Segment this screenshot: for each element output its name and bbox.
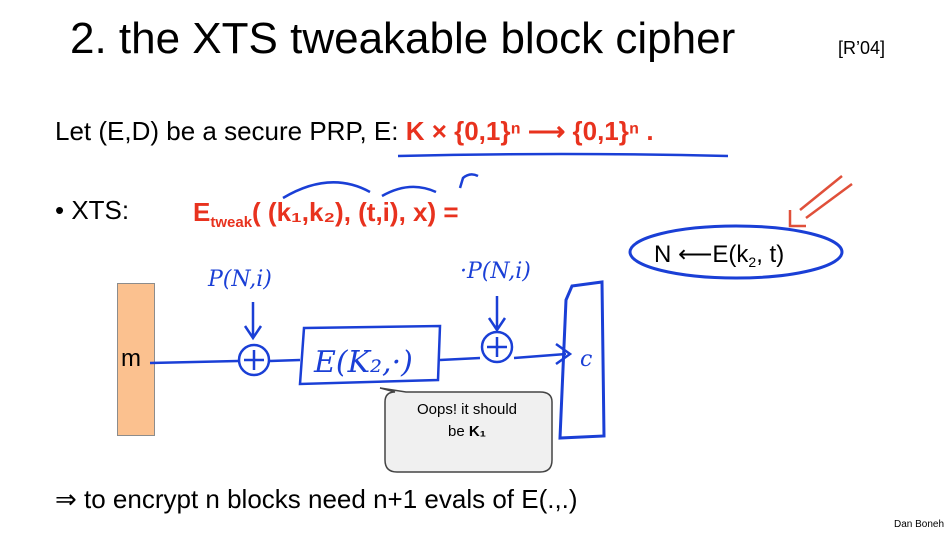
prp-statement-text: Let (E,D) be a secure PRP, E: <box>55 116 406 146</box>
xor-circle-1 <box>237 343 271 377</box>
xts-e: E <box>193 197 211 227</box>
c-box <box>558 280 606 440</box>
bubble-text: Oops! it should be K₁ <box>397 399 537 443</box>
xts-equation: Etweak( (k₁,k₂), (t,i), x) = <box>193 197 459 231</box>
flow-arrowhead <box>555 342 573 366</box>
p-label-1: P(N,i) <box>207 267 272 292</box>
e-box-label: E(K₂,·) <box>313 345 413 380</box>
n-ellipse <box>628 224 844 280</box>
xor-cross-2 <box>487 337 507 357</box>
bubble-k1: K₁ <box>468 423 486 440</box>
prp-formula: K × {0,1}ⁿ ⟶ {0,1}ⁿ . <box>405 116 654 146</box>
arc-k <box>282 181 371 200</box>
xts-args: ( (k₁,k₂), (t,i), x) = <box>252 197 459 227</box>
formula-underline <box>397 152 729 158</box>
n-def-text: N ⟵E(k <box>654 241 749 268</box>
xts-subscript: tweak <box>210 214 253 231</box>
flow-line <box>149 352 567 365</box>
slide-title: 2. the XTS tweakable block cipher <box>70 14 736 63</box>
message-label: m <box>121 345 141 372</box>
xor-circle-2 <box>480 330 514 364</box>
author-credit: Dan Boneh <box>894 519 945 530</box>
xts-bullet: • XTS: <box>55 195 130 225</box>
arc-t <box>381 185 437 198</box>
bubble-line-1: Oops! it should <box>416 401 518 418</box>
down-arrow-1 <box>243 302 263 341</box>
n-definition: N ⟵E(k2, t) <box>654 240 784 270</box>
n-def-sub: 2 <box>748 254 757 270</box>
message-block <box>117 283 155 436</box>
red-arrow <box>788 175 853 228</box>
c-label: c <box>580 347 592 372</box>
n-def-tail: , t) <box>756 241 785 268</box>
bubble-line-2: be K₁ <box>397 421 537 443</box>
xor-cross-1 <box>244 350 264 370</box>
prp-statement: Let (E,D) be a secure PRP, E: K × {0,1}ⁿ… <box>55 116 654 147</box>
e-box <box>298 324 442 386</box>
p-label-2: ·P(N,i) <box>460 259 531 284</box>
bubble-be: be <box>448 423 469 440</box>
speech-bubble <box>379 387 553 473</box>
reference-tag: [R’04] <box>838 38 886 58</box>
bottom-statement: ⇒ to encrypt n blocks need n+1 evals of … <box>55 484 578 514</box>
hook-x <box>458 173 479 189</box>
down-arrow-2 <box>487 296 507 333</box>
